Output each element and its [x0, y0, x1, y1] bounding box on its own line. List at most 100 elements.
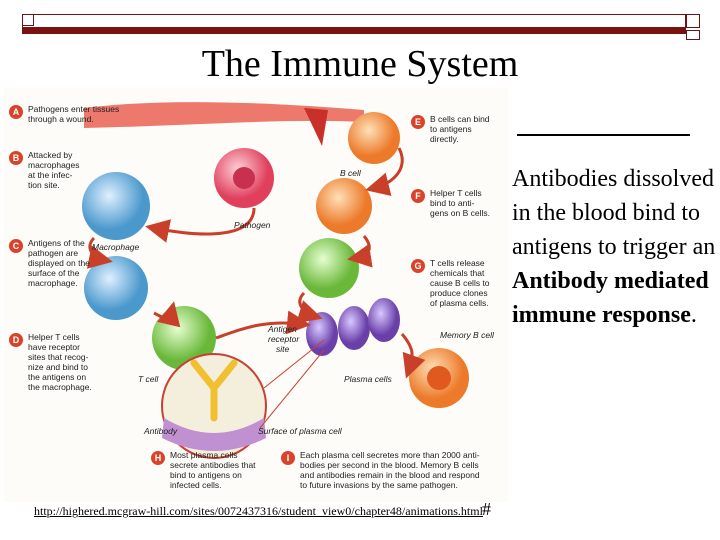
side-text-bold: Antibody mediated immune response — [512, 268, 709, 328]
step-a-line-2: through a wound. — [28, 114, 94, 124]
step-b: B Attacked by macrophages at the infec- … — [9, 150, 80, 190]
step-b-line-1: Attacked by — [28, 150, 73, 160]
immune-response-diagram: A Pathogens enter tissues through a woun… — [4, 88, 508, 502]
step-h: H Most plasma cells secrete antibodies t… — [151, 450, 256, 490]
step-i-line-1: Each plasma cell secretes more than 2000… — [300, 450, 480, 460]
side-divider-line — [517, 134, 690, 136]
label-t-cell: T cell — [138, 374, 159, 384]
step-badge-e — [411, 115, 425, 129]
step-h-line-2: secrete antibodies that — [170, 460, 256, 470]
step-letter-h: H — [155, 453, 162, 463]
plasma-cell-1 — [306, 312, 338, 356]
label-antigen-3: site — [276, 344, 290, 354]
step-d-line-6: the macrophage. — [28, 382, 92, 392]
plasma-cell-2 — [338, 306, 370, 350]
step-letter-g: G — [414, 261, 421, 271]
b-cell-e — [348, 112, 400, 164]
step-badge-c — [9, 239, 23, 253]
wound-tissue — [84, 102, 364, 128]
top-frame-stripe — [22, 27, 686, 34]
step-d-line-2: have receptor — [28, 342, 80, 352]
label-antibody: Antibody — [143, 426, 178, 436]
step-h-line-4: infected cells. — [170, 480, 222, 490]
step-h-line-1: Most plasma cells — [170, 450, 238, 460]
step-i-line-3: and antibodies remain in the blood and r… — [300, 470, 480, 480]
frame-corner-left — [22, 14, 34, 26]
pathogen-nucleus — [233, 167, 255, 189]
step-b-line-3: at the infec- — [28, 170, 73, 180]
step-i: I Each plasma cell secretes more than 20… — [281, 450, 480, 490]
plasma-cell-3 — [368, 298, 400, 342]
step-badge-g — [411, 259, 425, 273]
step-letter-d: D — [13, 335, 20, 345]
source-link[interactable]: http://highered.mcgraw-hill.com/sites/00… — [34, 504, 483, 518]
step-g: G T cells release chemicals that cause B… — [411, 258, 490, 308]
wound-cut — [304, 108, 328, 146]
hash-symbol: # — [482, 499, 491, 519]
zoom-line-1 — [263, 339, 325, 389]
label-surface-plasma: Surface of plasma cell — [258, 426, 343, 436]
arrow-pathogen-macrophage — [145, 207, 256, 243]
label-plasma-cells: Plasma cells — [344, 374, 392, 384]
step-d-line-4: nize and bind to — [28, 362, 88, 372]
step-f-line-2: bind to anti- — [430, 198, 475, 208]
step-d-line-1: Helper T cells — [28, 332, 80, 342]
step-c-line-2: pathogen are — [28, 248, 78, 258]
label-antigen-2: receptor — [268, 334, 300, 344]
frame-corner-right-lower — [686, 30, 700, 40]
label-macrophage: Macrophage — [92, 242, 140, 252]
step-f: F Helper T cells bind to anti- gens on B… — [411, 188, 490, 218]
step-a-line-1: Pathogens enter tissues — [28, 104, 119, 114]
step-letter-b: B — [13, 153, 20, 163]
step-i-line-4: to future invasions by the same pathogen… — [300, 480, 458, 490]
step-b-line-2: macrophages — [28, 160, 80, 170]
step-g-line-1: T cells release — [430, 258, 485, 268]
macrophage-antigen-cell — [84, 256, 148, 320]
arrow-plasma-to-memory — [400, 333, 426, 379]
step-c-line-4: surface of the — [28, 268, 80, 278]
side-text-end: . — [690, 302, 697, 328]
label-antigen-1: Antigen — [267, 324, 297, 334]
arrow-c-to-d — [153, 301, 181, 328]
arrow-t-to-plasma — [215, 310, 311, 340]
step-letter-c: C — [13, 241, 20, 251]
slide-title: The Immune System — [201, 43, 519, 85]
arrow-g-to-plasma — [296, 291, 323, 324]
arrow-f-to-g — [347, 235, 373, 268]
step-letter-f: F — [415, 191, 421, 201]
step-letter-i: I — [287, 453, 290, 463]
step-e: E B cells can bind to antigens directly. — [411, 114, 490, 144]
label-b-cell: B cell — [340, 168, 362, 178]
antibody-shape — [190, 359, 238, 422]
frame-corner-right — [686, 14, 700, 28]
step-e-line-3: directly. — [430, 134, 459, 144]
label-memory-b-cell: Memory B cell — [440, 330, 495, 340]
side-text-block: Antibodies dissolved in the blood bind t… — [512, 162, 717, 332]
step-f-line-3: gens on B cells. — [430, 208, 490, 218]
step-badge-i — [281, 451, 295, 465]
step-d-line-5: the antigens on — [28, 372, 86, 382]
arrow-e-to-f — [365, 147, 404, 196]
step-f-line-1: Helper T cells — [430, 188, 482, 198]
label-pathogen: Pathogen — [234, 220, 271, 230]
step-c: C Antigens of the pathogen are displayed… — [9, 238, 90, 288]
plasma-surface — [162, 418, 266, 451]
memory-b-nucleus — [427, 366, 451, 390]
step-d-line-3: sites that recog- — [28, 352, 89, 362]
step-letter-e: E — [415, 117, 421, 127]
step-badge-d — [9, 333, 23, 347]
arrow-b-to-c — [86, 236, 113, 269]
step-g-line-5: of plasma cells. — [430, 298, 489, 308]
step-c-line-1: Antigens of the — [28, 238, 85, 248]
step-i-line-2: bodies per second in the blood. Memory B… — [300, 460, 479, 470]
top-frame-bar — [22, 14, 686, 34]
step-d: D Helper T cells have receptor sites tha… — [9, 332, 92, 392]
step-c-line-5: macrophage. — [28, 278, 78, 288]
step-badge-h — [151, 451, 165, 465]
step-e-line-2: to antigens — [430, 124, 472, 134]
step-g-line-2: chemicals that — [430, 268, 485, 278]
macrophage-cell — [82, 172, 150, 240]
step-g-line-3: cause B cells to — [430, 278, 490, 288]
b-cell-f — [316, 178, 372, 234]
step-h-line-3: bind to antigens on — [170, 470, 242, 480]
